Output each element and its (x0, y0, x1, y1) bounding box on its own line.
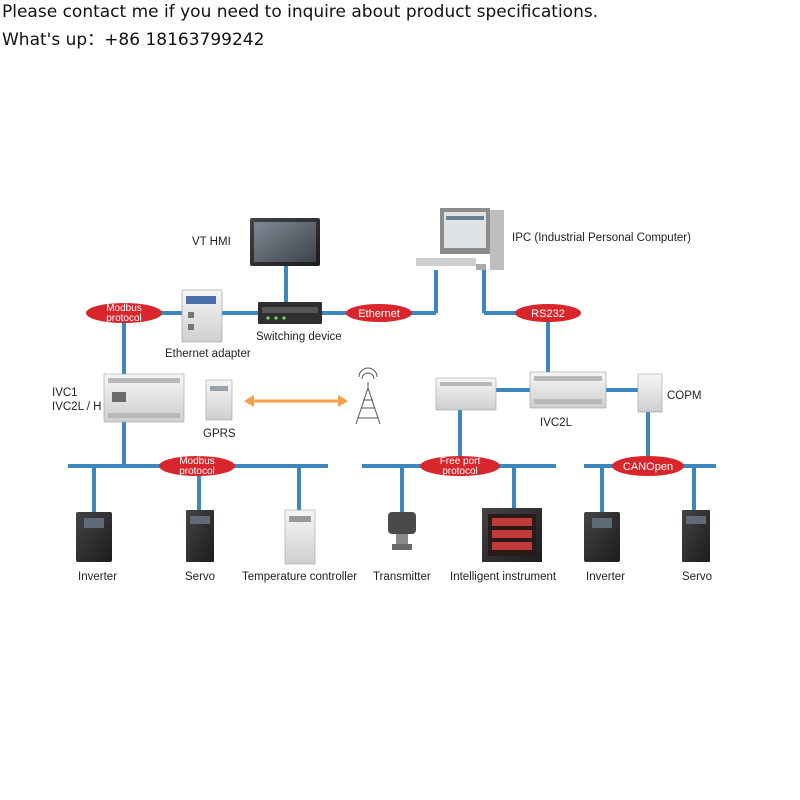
pill-rs232: RS232 (515, 304, 581, 322)
switching-device-label: Switching device (256, 331, 342, 343)
antenna-tower-icon (355, 367, 381, 425)
pill-free-port: Free port protocol (420, 456, 500, 477)
ivc1-plc (103, 373, 185, 423)
vt-hmi-label: VT HMI (192, 236, 231, 248)
pill-label: CANOpen (623, 461, 673, 473)
wireless-arrow (244, 395, 348, 407)
intelligent-instrument-device (482, 508, 542, 562)
phone-line: What's up：+86 18163799242 (2, 30, 265, 50)
pill-label: protocol (179, 466, 215, 477)
temperature-controller-device (284, 509, 316, 565)
ipc-label: IPC (Industrial Personal Computer) (512, 232, 691, 244)
pill-modbus-bottom: Modbus protocol (159, 456, 235, 477)
pill-label: Modbus (179, 456, 215, 467)
pill-modbus-top: Modbus protocol (86, 303, 162, 324)
ivc2l-label: IVC2L (540, 417, 573, 429)
ivc2l-h-label: IVC2L / H (52, 401, 101, 413)
ipc-computer (416, 208, 504, 270)
pill-label: protocol (442, 466, 478, 477)
ivc2l-plc (529, 371, 607, 409)
inverter-device (584, 512, 620, 562)
contact-line: Please contact me if you need to inquire… (2, 2, 599, 22)
servo-label: Servo (682, 571, 712, 583)
inverter-device (76, 512, 112, 562)
servo-label: Servo (185, 571, 215, 583)
transmitter-label: Transmitter (373, 571, 431, 583)
gprs-label: GPRS (203, 428, 236, 440)
temperature-controller-label: Temperature controller (242, 571, 357, 583)
pill-label: Modbus (106, 303, 142, 314)
servo-device (682, 510, 710, 562)
servo-device (186, 510, 214, 562)
pill-ethernet: Ethernet (346, 304, 412, 322)
copm-module (637, 373, 663, 413)
vt-hmi-device (250, 218, 320, 266)
pill-label: Ethernet (358, 308, 400, 320)
gprs-module (205, 379, 233, 421)
switching-device (258, 302, 322, 324)
transmitter-device (388, 512, 416, 550)
ivc1-label: IVC1 (52, 387, 78, 399)
inverter-label: Inverter (78, 571, 117, 583)
inverter-label: Inverter (586, 571, 625, 583)
pill-label: RS232 (531, 308, 565, 320)
pill-label: protocol (106, 313, 142, 324)
intelligent-instrument-label: Intelligent instrument (450, 571, 557, 583)
ethernet-adapter-device (181, 289, 223, 343)
pill-label: Free port (440, 456, 481, 467)
ethernet-adapter-label: Ethernet adapter (165, 348, 251, 360)
pill-canopen: CANOpen (612, 456, 684, 476)
copm-label: COPM (667, 390, 702, 402)
io-module (435, 377, 497, 411)
